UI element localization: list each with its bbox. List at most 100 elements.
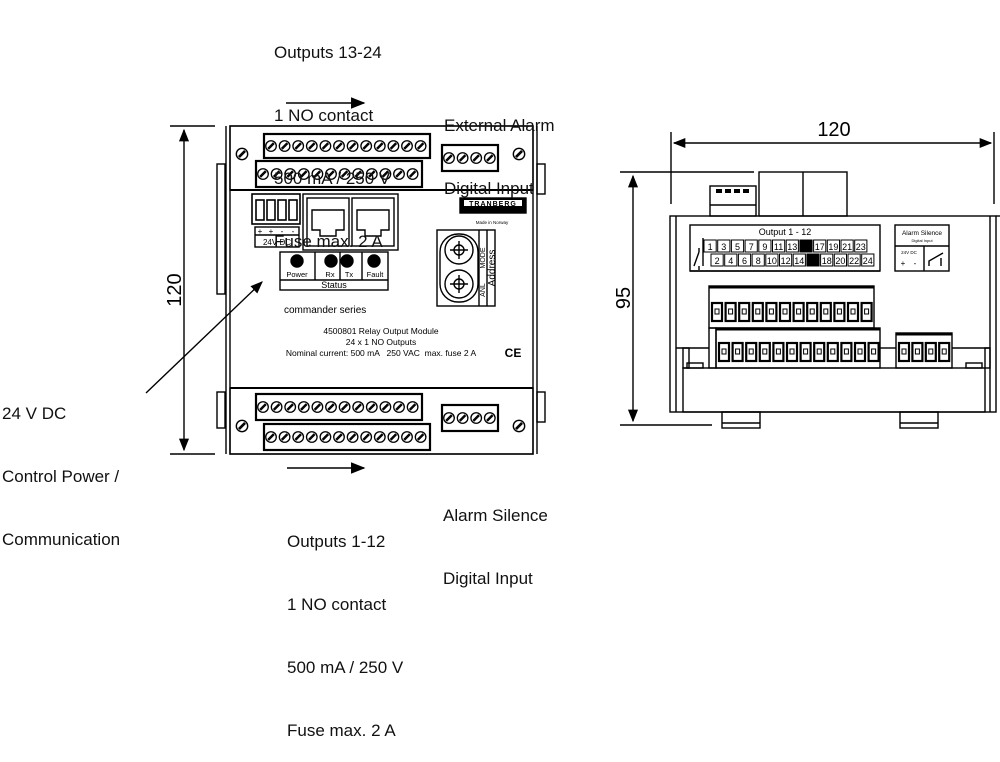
bottom-lower-terminal-screw[interactable] [333, 431, 345, 443]
side-upper-terminal[interactable] [833, 301, 846, 323]
alarm-silence-terminal-screw[interactable] [456, 412, 469, 424]
bottom-lower-terminal-screw[interactable] [387, 431, 400, 443]
bottom-lower-terminal-screw[interactable] [373, 431, 386, 443]
side-lower-terminal[interactable] [799, 341, 812, 363]
side-lower-terminal[interactable] [840, 341, 853, 363]
bottom-upper-terminal-screw[interactable] [284, 401, 297, 413]
bottom-lower-terminal-screw[interactable] [292, 431, 305, 443]
bottom-lower-terminal-screw[interactable] [319, 431, 332, 443]
side-aux-terminal[interactable] [924, 341, 937, 363]
bottom-lower-terminal-screw[interactable] [278, 431, 291, 443]
bottom-upper-terminal-screw[interactable] [270, 401, 283, 413]
rj45-housing [302, 193, 399, 251]
ce-mark: CE [505, 346, 522, 360]
alarm-silence-terminal-screw[interactable] [443, 412, 455, 424]
bottom-lower-terminal-screw[interactable] [305, 431, 318, 443]
side-upper-terminal[interactable] [778, 301, 792, 323]
bottom-lower-terminal-screw[interactable] [265, 431, 277, 443]
side-lower-terminal[interactable] [867, 341, 880, 363]
bottom-upper-terminal-screw[interactable] [311, 401, 324, 413]
power-polarity-sign: + [269, 227, 274, 236]
side-upper-terminal[interactable] [806, 301, 819, 323]
power-comm-line1: 24 V DC [2, 404, 67, 423]
top-lower-terminal-screw[interactable] [406, 168, 419, 180]
side-aux-terminal[interactable] [911, 341, 924, 363]
side-lower-terminal[interactable] [826, 341, 839, 363]
side-aux-terminal[interactable] [897, 341, 911, 363]
side-lower-terminal[interactable] [772, 341, 785, 363]
svg-text:15: 15 [801, 242, 811, 252]
side-upper-terminal[interactable] [860, 301, 873, 323]
terminal-number-highlighted: 16 [806, 253, 820, 267]
side-height-dimension [620, 171, 754, 426]
bottom-lower-terminal-screw[interactable] [414, 431, 427, 443]
side-lower-terminal[interactable] [853, 341, 867, 363]
svg-text:8: 8 [756, 256, 761, 266]
side-upper-terminal[interactable] [710, 301, 724, 323]
mounting-screw[interactable] [235, 147, 249, 161]
bottom-upper-terminal-screw[interactable] [365, 401, 378, 413]
bottom-upper-terminal-screw[interactable] [379, 401, 392, 413]
svg-text:14: 14 [794, 256, 804, 266]
side-upper-terminal[interactable] [846, 301, 860, 323]
side-upper-terminal[interactable] [819, 301, 832, 323]
power-terminal-pin [255, 199, 265, 221]
side-lower-terminal[interactable] [813, 341, 826, 363]
mounting-screw[interactable] [235, 419, 249, 433]
bottom-upper-terminal-screw[interactable] [325, 401, 337, 413]
power-polarity-box [254, 226, 300, 248]
din-clip-left[interactable] [721, 411, 761, 429]
svg-text:18: 18 [822, 256, 832, 266]
alarm-sign-minus: - [914, 259, 917, 268]
external-alarm-line2: Digital Input [444, 179, 534, 198]
side-upper-terminal[interactable] [724, 301, 737, 323]
terminal-number: 20 [833, 253, 847, 267]
bottom-upper-terminal-screw[interactable] [257, 401, 269, 413]
bottom-upper-terminal-screw[interactable] [352, 401, 365, 413]
bottom-upper-terminal-screw[interactable] [406, 401, 419, 413]
power-polarity-signs: ++-- [258, 227, 295, 236]
alarm-box-subtitle: Digital Input [911, 238, 933, 243]
side-upper-terminal[interactable] [738, 301, 751, 323]
bottom-terminal-block-upper [254, 392, 424, 422]
bottom-upper-terminal-screw[interactable] [393, 401, 405, 413]
top-upper-terminal-screw[interactable] [414, 140, 427, 152]
side-aux-terminal[interactable] [938, 341, 951, 363]
top-upper-terminal-screw[interactable] [401, 140, 413, 152]
svg-text:23: 23 [856, 242, 866, 252]
alarm-silence-terminal-screw[interactable] [483, 412, 496, 424]
alarm-silence-terminal-screw[interactable] [470, 412, 483, 424]
bottom-lower-terminal-screw[interactable] [360, 431, 373, 443]
side-lower-terminal[interactable] [717, 341, 731, 363]
bottom-lower-terminal-screw[interactable] [401, 431, 413, 443]
alarm-box-title: Alarm Silence [902, 230, 942, 237]
rotary-switch-address[interactable] [444, 269, 474, 299]
terminal-number: 18 [820, 253, 834, 267]
product-line-3: Nominal current: 500 mA 250 VAC max. fus… [286, 348, 477, 358]
svg-text:2: 2 [715, 256, 720, 266]
bottom-upper-terminal-screw[interactable] [297, 401, 310, 413]
side-lower-terminal[interactable] [745, 341, 758, 363]
top-lower-terminal-screw[interactable] [393, 168, 405, 180]
svg-text:21: 21 [842, 242, 852, 252]
svg-text:16: 16 [808, 256, 818, 266]
side-upper-terminal[interactable] [792, 301, 805, 323]
rotary-switch-mode[interactable] [444, 235, 474, 265]
side-lower-terminal[interactable] [785, 341, 799, 363]
side-lower-terminal[interactable] [758, 341, 771, 363]
side-lower-terminal[interactable] [731, 341, 744, 363]
power-polarity-sign: - [281, 227, 284, 236]
bottom-upper-terminal-screw[interactable] [338, 401, 351, 413]
terminal-number: 23 [854, 239, 868, 253]
top-lower-terminal-screw[interactable] [257, 168, 269, 180]
side-upper-terminal[interactable] [751, 301, 764, 323]
bottom-lower-terminal-screw[interactable] [346, 431, 359, 443]
terminal-number: 7 [744, 239, 758, 253]
fault-led [367, 254, 381, 268]
power-comm-callout: 24 V DC Control Power / Communication [2, 361, 120, 571]
terminal-number: 2 [710, 253, 724, 267]
power-connector-block [251, 193, 301, 225]
mounting-screw[interactable] [512, 419, 526, 433]
side-upper-terminal[interactable] [765, 301, 778, 323]
din-clip-right[interactable] [899, 411, 939, 429]
